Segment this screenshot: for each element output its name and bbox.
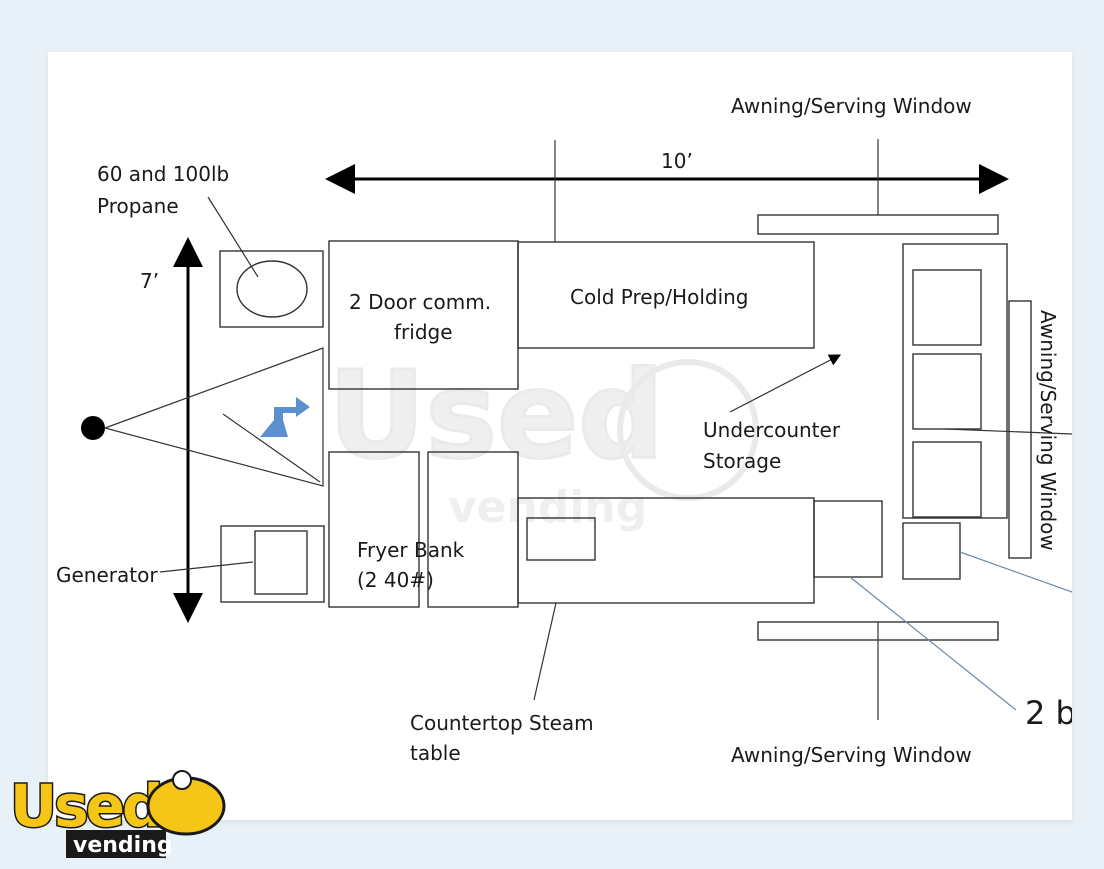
watermark: Used vending	[327, 346, 759, 533]
label-steam-line2: table	[410, 741, 461, 765]
label-awning-right: Awning/Serving Window	[1036, 310, 1060, 551]
logo-coin-icon	[172, 770, 192, 790]
label-generator: Generator	[56, 563, 158, 587]
shelf-1	[912, 269, 982, 346]
shelf-2	[912, 353, 982, 430]
label-fridge-line1: 2 Door comm.	[349, 290, 491, 314]
propane-box	[219, 250, 324, 328]
awning-right-post	[945, 428, 1072, 435]
label-propane-line1: 60 and 100lb	[97, 162, 229, 186]
floor-plan-diagram: Used vending	[56, 94, 1072, 767]
watermark-word: Used	[328, 347, 664, 486]
fryer-left	[328, 451, 420, 608]
hitch-ball	[81, 416, 105, 440]
label-undercounter-line2: Storage	[703, 449, 781, 473]
label-fryer-line2: (2 40#)	[357, 568, 434, 592]
used-vending-logo: Used vending	[9, 770, 226, 858]
tongue-brace	[222, 413, 321, 483]
shelf-3	[912, 441, 982, 518]
side-unit-box	[813, 500, 883, 578]
turn-arrow-icon	[260, 397, 310, 437]
steam-leader-line	[533, 602, 557, 701]
label-undercounter-line1: Undercounter	[703, 418, 841, 442]
logo-sub-bg	[66, 830, 166, 858]
label-steam-line1: Countertop Steam	[410, 711, 594, 735]
steam-table-well	[526, 517, 596, 561]
shelving-frame	[902, 243, 1008, 519]
small-unit-leader	[959, 551, 1072, 593]
small-unit-box	[902, 522, 961, 580]
generator-box	[220, 525, 325, 603]
label-height-dim: 7’	[140, 269, 159, 293]
propane-tank	[236, 260, 308, 318]
logo-sub: vending	[73, 833, 173, 858]
label-width-dim: 10’	[661, 149, 693, 173]
label-propane-line2: Propane	[97, 194, 179, 218]
label-cold-prep: Cold Prep/Holding	[570, 285, 749, 309]
two-b-leader-line	[849, 576, 1017, 711]
undercounter-leader-line	[729, 354, 842, 413]
awning-right-bar	[1008, 300, 1032, 559]
propane-leader-line	[207, 196, 259, 278]
label-fridge-line2: fridge	[394, 320, 453, 344]
watermark-sub: vending	[448, 482, 647, 533]
cold-prep-box	[517, 241, 815, 349]
floor-plan-sheet: Used vending	[48, 52, 1072, 820]
generator-leader-line	[159, 561, 254, 573]
awning-top-bar	[757, 214, 999, 235]
label-two-b: 2 b	[1025, 694, 1072, 732]
generator-unit	[254, 530, 308, 595]
label-fryer-line1: Fryer Bank	[357, 538, 465, 562]
label-awning-bottom: Awning/Serving Window	[731, 743, 972, 767]
label-awning-top: Awning/Serving Window	[731, 94, 972, 118]
trailer-tongue	[103, 347, 324, 487]
logo-word: Used	[10, 772, 160, 840]
